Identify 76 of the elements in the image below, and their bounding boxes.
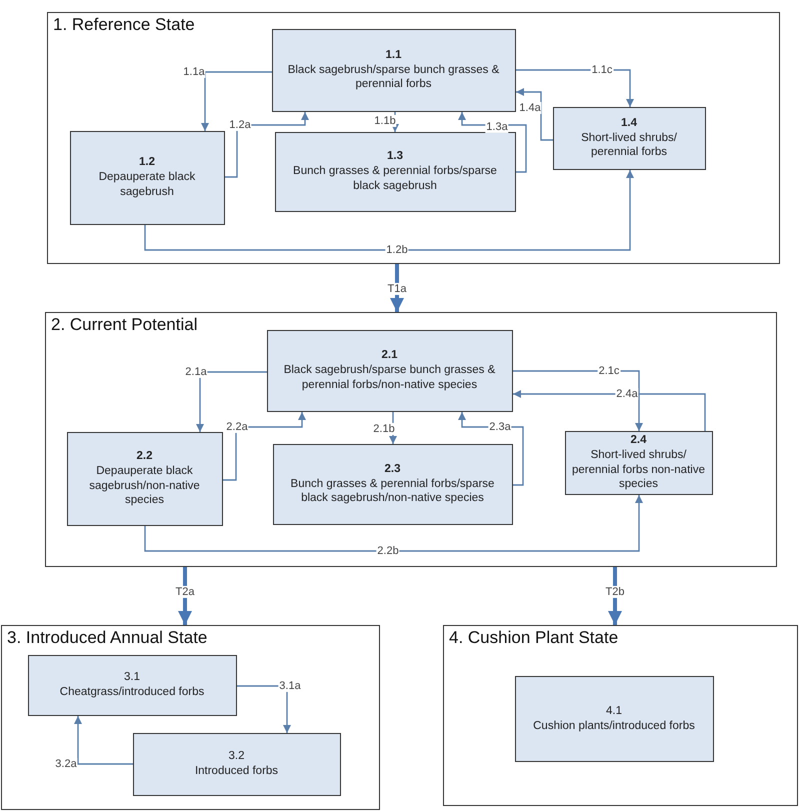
community-number: 1.3 bbox=[387, 149, 403, 164]
pathway-arrow bbox=[201, 71, 272, 131]
transition-arrow bbox=[608, 567, 622, 625]
pathway-arrow bbox=[144, 495, 643, 552]
edge-label: 3.1a bbox=[278, 680, 302, 692]
pathway-arrow bbox=[237, 685, 291, 733]
community-box bbox=[272, 28, 516, 112]
community-box bbox=[66, 432, 222, 526]
community-number: 2.1 bbox=[382, 348, 398, 364]
state-panel bbox=[47, 12, 780, 264]
community-number: 3.2 bbox=[228, 749, 244, 764]
state-panel bbox=[1, 625, 380, 810]
community-number: 1.1 bbox=[386, 48, 402, 63]
edge-label: 1.4a bbox=[518, 102, 542, 114]
community-label: Short-lived shrubs/ perennial forbs non-native species bbox=[572, 448, 706, 492]
state-title: 2. Current Potential bbox=[51, 315, 198, 335]
edge-label: 2.2a bbox=[225, 420, 249, 434]
edge-label: 2.1b bbox=[372, 422, 396, 436]
community-number: 2.4 bbox=[630, 432, 646, 448]
edge-label: 1.2b bbox=[385, 244, 409, 256]
edge-label: T2b bbox=[604, 586, 626, 598]
edge-label: T1a bbox=[386, 282, 408, 296]
community-label: Depauperate black sagebrush/non-native species bbox=[88, 464, 201, 508]
edge-label: 1.2a bbox=[228, 118, 252, 132]
edge-label: 2.1c bbox=[598, 364, 620, 378]
state-title: 3. Introduced Annual State bbox=[7, 628, 208, 648]
community-number: 2.3 bbox=[384, 462, 400, 477]
community-box bbox=[28, 654, 236, 716]
community-label: Black sagebrush/sparse bunch grasses & perennial forbs/non-native species bbox=[282, 363, 496, 393]
community-box bbox=[266, 330, 512, 412]
pathway-arrow bbox=[458, 112, 527, 173]
community-label: Bunch grasses & perennial forbs/sparse black sagebrush/non-native species bbox=[290, 476, 496, 506]
pathway-arrow bbox=[458, 412, 524, 486]
pathway-arrow bbox=[513, 370, 643, 431]
community-box bbox=[132, 732, 340, 796]
edge-label: T2a bbox=[174, 586, 196, 598]
community-label: Depauperate black sagebrush bbox=[98, 170, 196, 200]
pathway-arrow bbox=[513, 390, 706, 431]
community-label: Cheatgrass/introduced forbs bbox=[60, 685, 204, 700]
edge-label: 2.2b bbox=[376, 544, 400, 558]
state-title: 1. Reference State bbox=[53, 15, 195, 35]
pathway-arrow bbox=[144, 170, 634, 251]
state-title: 4. Cushion Plant State bbox=[449, 628, 618, 648]
community-box bbox=[564, 430, 712, 494]
pathway-arrow bbox=[516, 69, 634, 107]
pathway-arrow bbox=[516, 88, 553, 141]
community-label: Bunch grasses & perennial forbs/sparse black sagebrush bbox=[292, 164, 498, 194]
pathway-arrow bbox=[74, 716, 133, 765]
community-box bbox=[274, 132, 516, 212]
edge-label: 1.3a bbox=[485, 120, 509, 134]
pathway-arrow bbox=[223, 412, 306, 481]
community-box bbox=[272, 444, 512, 524]
pathway-arrow bbox=[196, 371, 267, 432]
state-panel bbox=[443, 625, 798, 806]
community-box bbox=[70, 130, 224, 224]
edge-label: 2.1a bbox=[184, 366, 208, 378]
community-number: 3.1 bbox=[124, 670, 140, 685]
edge-label: 1.1c bbox=[590, 64, 614, 76]
community-number: 2.2 bbox=[136, 448, 152, 464]
edge-label: 2.3a bbox=[488, 420, 512, 434]
community-box bbox=[552, 106, 706, 170]
state-panel bbox=[45, 312, 777, 567]
community-number: 1.4 bbox=[621, 116, 637, 131]
pathway-arrow bbox=[225, 112, 309, 178]
community-number: 1.2 bbox=[139, 155, 155, 170]
edge-label: 1.1b bbox=[373, 114, 397, 128]
community-label: Introduced forbs bbox=[194, 764, 278, 779]
community-box bbox=[514, 676, 714, 762]
edge-label: 1.1a bbox=[182, 66, 206, 78]
edge-label: 2.4a bbox=[615, 388, 639, 400]
community-label: Short-lived shrubs/ perennial forbs bbox=[580, 130, 678, 160]
community-number: 4.1 bbox=[606, 704, 622, 718]
community-label: Black sagebrush/sparse bunch grasses & perennial forbs bbox=[286, 62, 500, 92]
community-label: Cushion plants/introduced forbs bbox=[533, 718, 695, 734]
edge-label: 3.2a bbox=[54, 758, 78, 770]
transition-arrow bbox=[178, 567, 192, 625]
